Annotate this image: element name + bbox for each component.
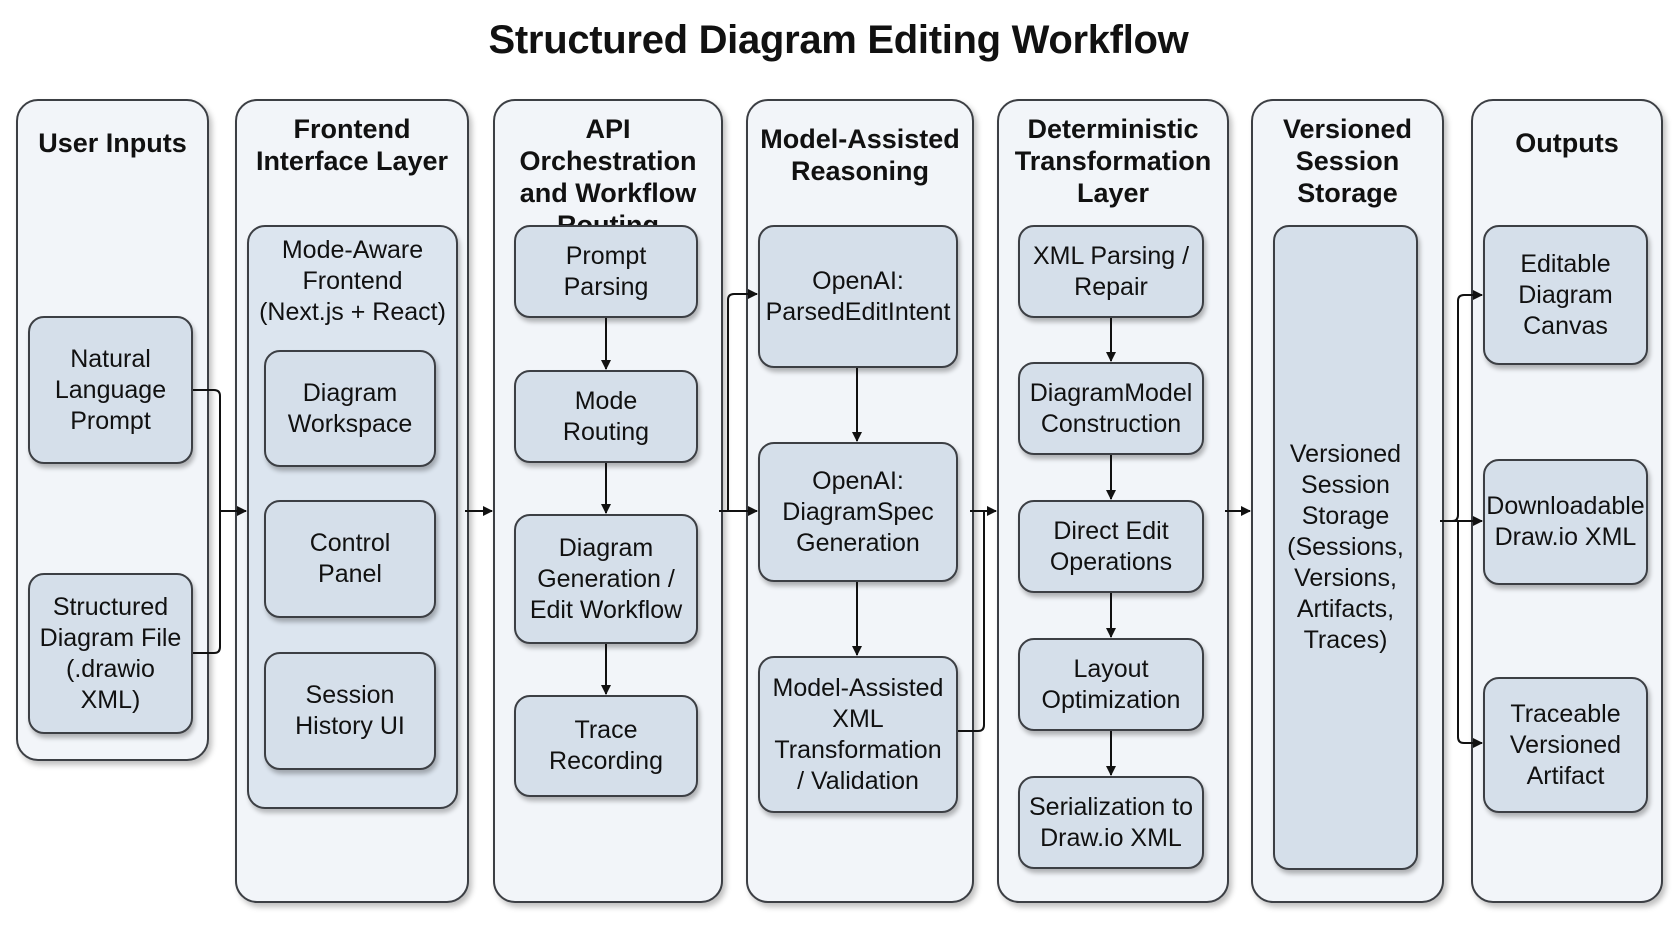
node-layout-optimization[interactable]: Layout Optimization <box>1018 638 1204 731</box>
lane-title-versioned-session-storage: Versioned Session Storage <box>1282 114 1413 208</box>
node-traceable-versioned-artifact[interactable]: Traceable Versioned Artifact <box>1483 677 1648 813</box>
connector-model-to-deterministic <box>958 506 997 732</box>
node-openai-parsededitintent[interactable]: OpenAI: ParsedEditIntent <box>758 225 958 368</box>
connector-storage-to-editable <box>1446 290 1483 522</box>
lane-title-frontend: Frontend Interface Layer <box>255 114 449 176</box>
connector-storage-to-traceable <box>1457 521 1483 748</box>
node-prompt-parsing[interactable]: Prompt Parsing <box>514 225 698 318</box>
node-direct-edit-operations[interactable]: Direct Edit Operations <box>1018 500 1204 593</box>
lane-title-model-assisted: Model-Assisted Reasoning <box>760 124 960 186</box>
node-versioned-session-storage[interactable]: Versioned Session Storage (Sessions, Ver… <box>1273 225 1418 870</box>
node-model-assisted-xml-transformation[interactable]: Model-Assisted XML Transformation / Vali… <box>758 656 958 813</box>
node-mode-routing[interactable]: Mode Routing <box>514 370 698 463</box>
lane-title-deterministic-transformation: Deterministic Transformation Layer <box>1014 114 1212 208</box>
lane-title-user-inputs: User Inputs <box>38 128 187 158</box>
node-downloadable-drawio-xml[interactable]: Downloadable Draw.io XML <box>1483 459 1648 585</box>
node-trace-recording[interactable]: Trace Recording <box>514 695 698 797</box>
node-diagram-generation-edit-workflow[interactable]: Diagram Generation / Edit Workflow <box>514 514 698 644</box>
connector-file-to-frontend <box>193 511 221 654</box>
node-serialization-to-drawio-xml[interactable]: Serialization to Draw.io XML <box>1018 776 1204 869</box>
connector-api-to-parsededitintent <box>727 289 758 511</box>
node-session-history-ui[interactable]: Session History UI <box>264 652 436 770</box>
node-openai-diagramspec-generation[interactable]: OpenAI: DiagramSpec Generation <box>758 442 958 582</box>
lane-title-outputs: Outputs <box>1515 128 1619 158</box>
node-diagram-workspace[interactable]: Diagram Workspace <box>264 350 436 467</box>
node-natural-language-prompt[interactable]: Natural Language Prompt <box>28 316 193 464</box>
connector-prompt-to-frontend <box>193 389 247 516</box>
node-xml-parsing-repair[interactable]: XML Parsing / Repair <box>1018 225 1204 318</box>
node-editable-diagram-canvas[interactable]: Editable Diagram Canvas <box>1483 225 1648 365</box>
node-diagrammodel-construction[interactable]: DiagramModel Construction <box>1018 362 1204 455</box>
node-control-panel[interactable]: Control Panel <box>264 500 436 618</box>
diagram-title: Structured Diagram Editing Workflow <box>488 18 1189 62</box>
group-title-mode-aware-frontend: Mode-Aware Frontend (Next.js + React) <box>259 236 446 326</box>
node-structured-diagram-file[interactable]: Structured Diagram File (.drawio XML) <box>28 573 193 734</box>
